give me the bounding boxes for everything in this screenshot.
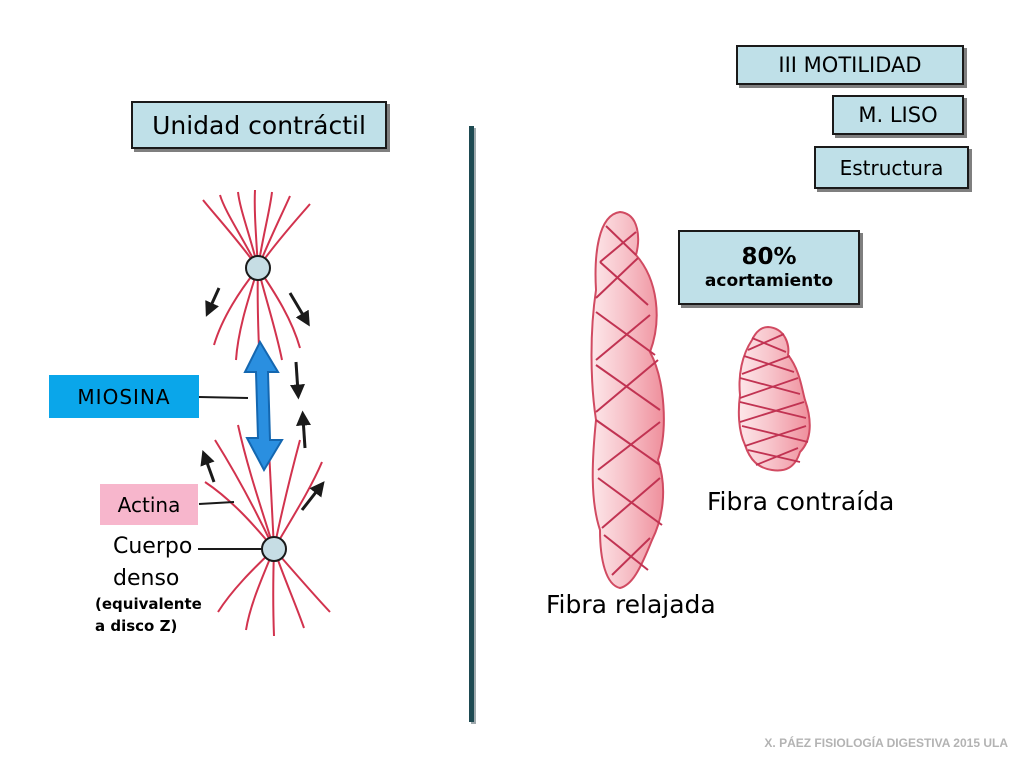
topic-title-box: Estructura xyxy=(814,146,969,189)
actin-label: Actina xyxy=(100,484,198,525)
subsection-title-box: M. LISO xyxy=(832,95,964,135)
contracted-fiber xyxy=(737,325,811,472)
contracted-fiber-label: Fibra contraída xyxy=(707,487,895,516)
dense-body-label-line1: Cuerpo xyxy=(113,534,193,559)
relaxed-fiber-label: Fibra relajada xyxy=(546,590,716,619)
section-title: III MOTILIDAD xyxy=(778,53,922,77)
equivalent-label: (equivalente a disco Z) xyxy=(95,593,225,637)
sliding-direction-arrows xyxy=(200,287,325,511)
section-title-box: III MOTILIDAD xyxy=(736,45,964,85)
relaxed-fiber xyxy=(590,210,665,590)
panel-divider xyxy=(469,126,474,722)
panel-title: Unidad contráctil xyxy=(152,110,366,140)
leader-lines xyxy=(198,396,262,550)
dense-body-bottom xyxy=(261,536,287,562)
shortening-value: 80% xyxy=(741,243,797,270)
actin-label-text: Actina xyxy=(117,492,181,517)
topic-title: Estructura xyxy=(839,155,944,180)
dense-body-top xyxy=(245,255,271,281)
subsection-title: M. LISO xyxy=(858,103,938,127)
shortening-box: 80% acortamiento xyxy=(678,230,860,305)
dense-body-label-line2: denso xyxy=(113,566,180,591)
equivalent-label-line1: (equivalente xyxy=(95,595,202,613)
equivalent-label-line2: a disco Z) xyxy=(95,617,178,635)
myosin-label-text: MIOSINA xyxy=(77,384,171,409)
myosin-label: MIOSINA xyxy=(49,375,199,418)
shortening-label: acortamiento xyxy=(704,271,834,292)
myosin-double-arrow xyxy=(243,339,284,473)
dense-body-label: Cuerpo denso xyxy=(113,531,213,595)
panel-title-box: Unidad contráctil xyxy=(131,101,387,149)
footer-credit: X. PÁEZ FISIOLOGÍA DIGESTIVA 2015 ULA xyxy=(764,736,1008,750)
